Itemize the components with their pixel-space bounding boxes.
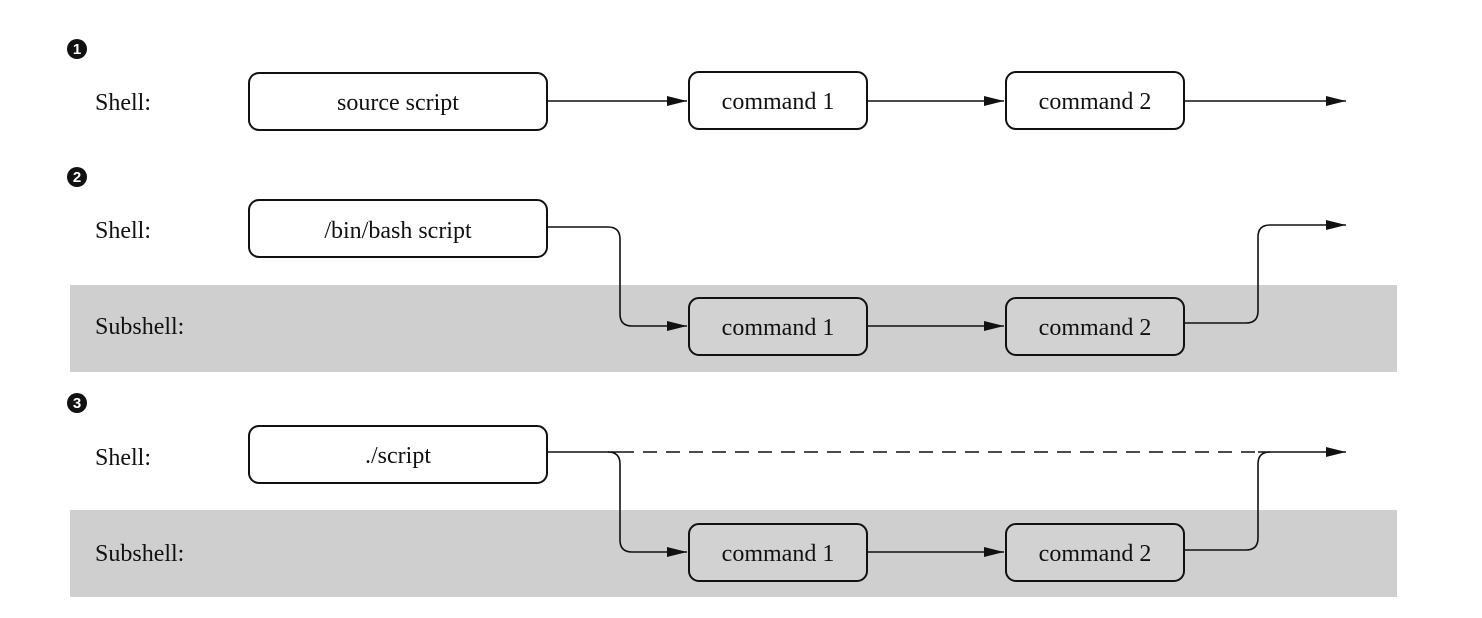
start-box: /bin/bash script bbox=[248, 199, 548, 258]
arrow-start-to-subshell bbox=[607, 451, 687, 557]
command-2-box: command 2 bbox=[1005, 523, 1185, 582]
command-1-box: command 1 bbox=[688, 523, 868, 582]
command-1-box: command 1 bbox=[688, 297, 868, 356]
shell-label: Shell: bbox=[95, 218, 151, 244]
scenario-3: 3 Shell: Subshell: ./script command 1 co… bbox=[67, 393, 1346, 582]
shell-label: Shell: bbox=[95, 445, 151, 471]
start-box: ./script bbox=[248, 425, 548, 484]
scenario-number-badge: 3 bbox=[67, 393, 87, 413]
scenario-number-badge: 1 bbox=[67, 39, 87, 59]
svg-text:command 1: command 1 bbox=[722, 541, 835, 567]
subshell-label: Subshell: bbox=[95, 541, 184, 567]
command-2-box: command 2 bbox=[1005, 297, 1185, 356]
svg-text:command 2: command 2 bbox=[1039, 315, 1152, 341]
scenario-2: 2 Shell: Subshell: /bin/bash script comm… bbox=[67, 167, 1346, 356]
command-1-box: command 1 bbox=[688, 71, 868, 130]
scenario-number-badge: 2 bbox=[67, 167, 87, 187]
scenario-1: 1 Shell: source script command 1 command… bbox=[67, 39, 1346, 131]
arrow-subshell-return bbox=[1184, 220, 1346, 324]
svg-text:3: 3 bbox=[73, 395, 81, 412]
arrow-subshell-return bbox=[1184, 451, 1271, 551]
svg-text:source script: source script bbox=[337, 90, 459, 116]
start-box: source script bbox=[248, 72, 548, 131]
svg-text:/bin/bash script: /bin/bash script bbox=[324, 218, 472, 244]
shell-label: Shell: bbox=[95, 90, 151, 116]
svg-text:command 2: command 2 bbox=[1039, 89, 1152, 115]
arrow-start-to-subshell bbox=[547, 226, 687, 331]
svg-text:command 2: command 2 bbox=[1039, 541, 1152, 567]
svg-text:./script: ./script bbox=[365, 443, 431, 469]
svg-text:2: 2 bbox=[73, 169, 81, 186]
svg-text:command 1: command 1 bbox=[722, 315, 835, 341]
command-2-box: command 2 bbox=[1005, 71, 1185, 130]
svg-text:1: 1 bbox=[73, 41, 81, 58]
subshell-label: Subshell: bbox=[95, 314, 184, 340]
svg-text:command 1: command 1 bbox=[722, 89, 835, 115]
